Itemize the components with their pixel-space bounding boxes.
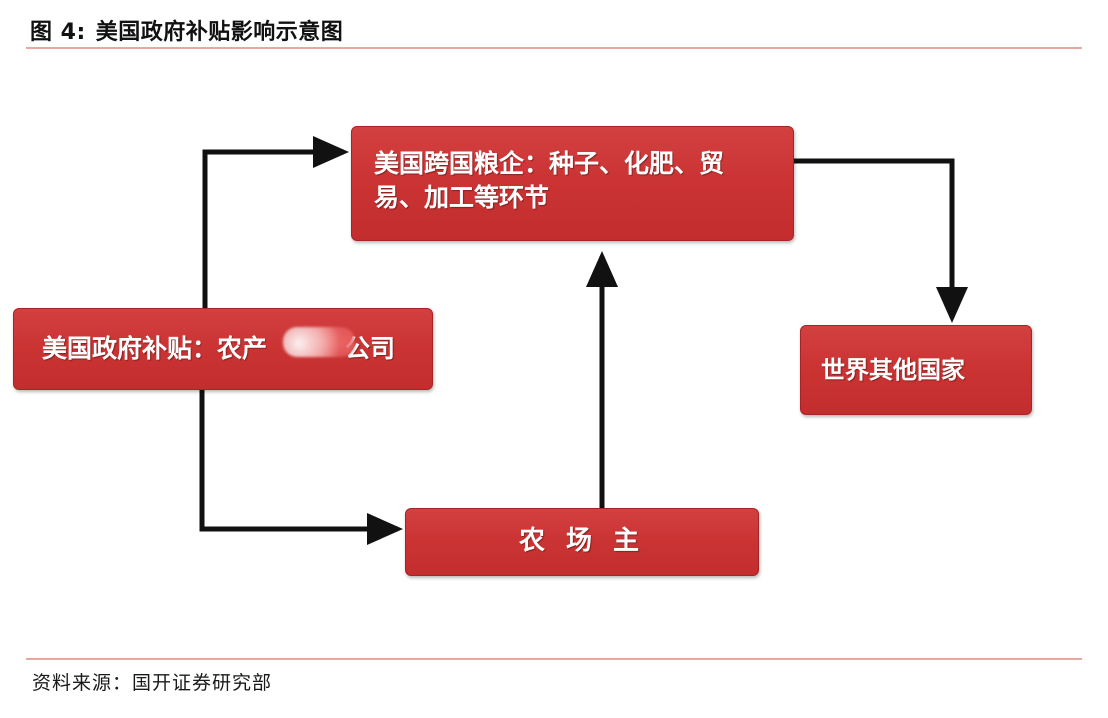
node-multinational-label: 美国跨国粮企：种子、化肥、贸易、加工等环节 bbox=[374, 149, 725, 212]
node-other-countries[interactable]: 世界其他国家 bbox=[800, 325, 1032, 415]
node-farmers-label: 农 场 主 bbox=[518, 526, 646, 557]
source-note: 资料来源：国开证券研究部 bbox=[32, 672, 273, 694]
node-multinational-grain-companies[interactable]: 美国跨国粮企：种子、化肥、贸易、加工等环节 bbox=[351, 126, 794, 241]
edge-subsidy-to-multinational bbox=[202, 135, 350, 308]
node-other-countries-label: 世界其他国家 bbox=[821, 355, 965, 384]
node-us-government-subsidy[interactable]: 美国政府补贴：农产 公司 bbox=[13, 308, 433, 390]
edge-subsidy-to-farmers bbox=[199, 390, 404, 545]
figure-number: 图 4: bbox=[30, 20, 86, 45]
node-subsidy-label-prefix: 美国政府补贴：农产 bbox=[42, 334, 268, 364]
node-subsidy-label: 美国政府补贴：农产 公司 bbox=[42, 332, 395, 366]
node-farmers[interactable]: 农 场 主 bbox=[405, 508, 759, 576]
footer-divider bbox=[26, 658, 1082, 660]
page-title: 美国政府补贴影响示意图 bbox=[95, 20, 344, 45]
figure-title: 图 4: 美国政府补贴影响示意图 bbox=[30, 14, 343, 46]
title-divider bbox=[26, 47, 1082, 49]
node-subsidy-label-suffix: 公司 bbox=[345, 334, 396, 364]
edge-multinational-to-other-countries bbox=[794, 158, 969, 324]
